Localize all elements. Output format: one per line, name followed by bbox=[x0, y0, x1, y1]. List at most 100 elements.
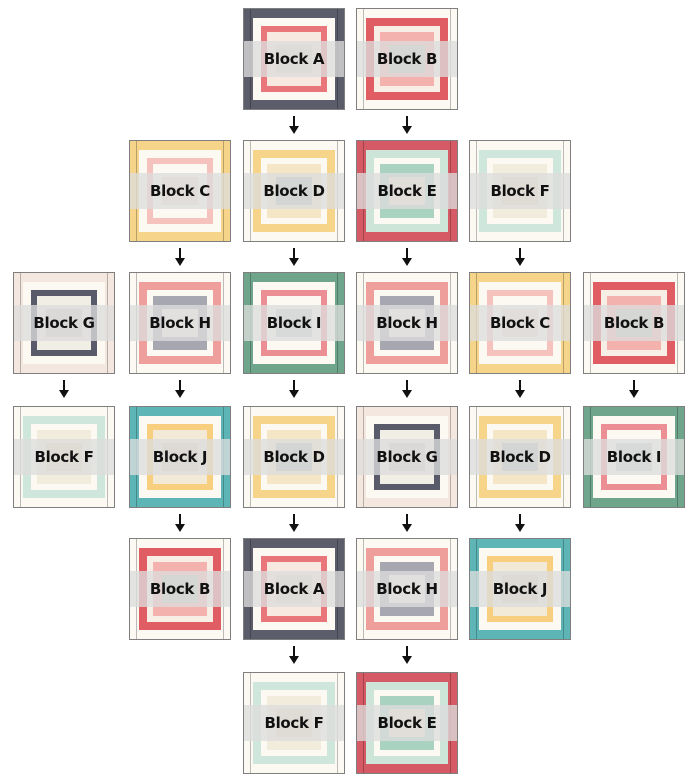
block-label-band: Block B bbox=[130, 571, 230, 607]
arrow-head bbox=[515, 258, 525, 266]
arrow-head bbox=[289, 126, 299, 134]
down-arrow-icon bbox=[629, 380, 639, 398]
quilt-block-i: Block I bbox=[243, 272, 345, 374]
block-label-band: Block E bbox=[357, 173, 457, 209]
quilt-block-e: Block E bbox=[356, 672, 458, 774]
block-label: Block I bbox=[584, 448, 684, 466]
block-label: Block D bbox=[470, 448, 570, 466]
arrow-head bbox=[289, 258, 299, 266]
block-label: Block D bbox=[244, 448, 344, 466]
down-arrow-icon bbox=[59, 380, 69, 398]
down-arrow-icon bbox=[515, 380, 525, 398]
arrow-head bbox=[402, 126, 412, 134]
arrow-head bbox=[402, 258, 412, 266]
block-label: Block G bbox=[357, 448, 457, 466]
block-label-band: Block C bbox=[470, 305, 570, 341]
quilt-block-f: Block F bbox=[243, 672, 345, 774]
block-label: Block D bbox=[244, 182, 344, 200]
quilt-block-j: Block J bbox=[469, 538, 571, 640]
block-label: Block F bbox=[470, 182, 570, 200]
block-label: Block H bbox=[130, 314, 230, 332]
block-label: Block C bbox=[470, 314, 570, 332]
down-arrow-icon bbox=[289, 380, 299, 398]
down-arrow-icon bbox=[175, 380, 185, 398]
block-label-band: Block J bbox=[470, 571, 570, 607]
block-label: Block H bbox=[357, 580, 457, 598]
quilt-block-h: Block H bbox=[129, 272, 231, 374]
block-label-band: Block F bbox=[470, 173, 570, 209]
block-label: Block A bbox=[244, 580, 344, 598]
down-arrow-icon bbox=[175, 514, 185, 532]
block-label: Block B bbox=[357, 50, 457, 68]
block-label: Block F bbox=[244, 714, 344, 732]
block-label-band: Block G bbox=[14, 305, 114, 341]
down-arrow-icon bbox=[289, 646, 299, 664]
block-label-band: Block B bbox=[584, 305, 684, 341]
quilt-block-c: Block C bbox=[129, 140, 231, 242]
quilt-block-g: Block G bbox=[356, 406, 458, 508]
down-arrow-icon bbox=[289, 248, 299, 266]
block-label: Block B bbox=[130, 580, 230, 598]
block-label-band: Block G bbox=[357, 439, 457, 475]
down-arrow-icon bbox=[402, 380, 412, 398]
block-label-band: Block A bbox=[244, 571, 344, 607]
down-arrow-icon bbox=[402, 248, 412, 266]
block-label: Block E bbox=[357, 714, 457, 732]
block-label-band: Block H bbox=[357, 305, 457, 341]
block-label: Block A bbox=[244, 50, 344, 68]
quilt-block-j: Block J bbox=[129, 406, 231, 508]
quilt-block-h: Block H bbox=[356, 272, 458, 374]
block-label: Block E bbox=[357, 182, 457, 200]
arrow-head bbox=[402, 524, 412, 532]
arrow-head bbox=[175, 524, 185, 532]
arrow-head bbox=[59, 390, 69, 398]
block-label-band: Block B bbox=[357, 41, 457, 77]
quilt-block-f: Block F bbox=[13, 406, 115, 508]
arrow-head bbox=[175, 258, 185, 266]
arrow-head bbox=[175, 390, 185, 398]
quilt-block-h: Block H bbox=[356, 538, 458, 640]
quilt-block-b: Block B bbox=[129, 538, 231, 640]
quilt-block-c: Block C bbox=[469, 272, 571, 374]
quilt-block-e: Block E bbox=[356, 140, 458, 242]
quilt-block-d: Block D bbox=[243, 140, 345, 242]
arrow-head bbox=[515, 390, 525, 398]
block-label: Block J bbox=[470, 580, 570, 598]
block-label-band: Block F bbox=[244, 705, 344, 741]
quilt-block-i: Block I bbox=[583, 406, 685, 508]
arrow-head bbox=[629, 390, 639, 398]
arrow-head bbox=[289, 390, 299, 398]
arrow-head bbox=[515, 524, 525, 532]
down-arrow-icon bbox=[289, 514, 299, 532]
block-label: Block F bbox=[14, 448, 114, 466]
block-label-band: Block H bbox=[357, 571, 457, 607]
block-label-band: Block D bbox=[244, 439, 344, 475]
down-arrow-icon bbox=[289, 116, 299, 134]
block-label: Block H bbox=[357, 314, 457, 332]
quilt-block-f: Block F bbox=[469, 140, 571, 242]
quilt-block-a: Block A bbox=[243, 538, 345, 640]
quilt-block-a: Block A bbox=[243, 8, 345, 110]
arrow-head bbox=[289, 524, 299, 532]
block-label-band: Block E bbox=[357, 705, 457, 741]
block-label-band: Block F bbox=[14, 439, 114, 475]
block-label: Block G bbox=[14, 314, 114, 332]
block-label-band: Block I bbox=[244, 305, 344, 341]
arrow-head bbox=[289, 656, 299, 664]
down-arrow-icon bbox=[402, 116, 412, 134]
quilt-block-b: Block B bbox=[583, 272, 685, 374]
block-label: Block I bbox=[244, 314, 344, 332]
block-label-band: Block J bbox=[130, 439, 230, 475]
block-label-band: Block D bbox=[470, 439, 570, 475]
down-arrow-icon bbox=[175, 248, 185, 266]
quilt-block-d: Block D bbox=[243, 406, 345, 508]
block-label-band: Block D bbox=[244, 173, 344, 209]
block-label-band: Block I bbox=[584, 439, 684, 475]
block-label-band: Block C bbox=[130, 173, 230, 209]
block-label: Block C bbox=[130, 182, 230, 200]
down-arrow-icon bbox=[515, 248, 525, 266]
quilt-block-b: Block B bbox=[356, 8, 458, 110]
down-arrow-icon bbox=[515, 514, 525, 532]
quilt-block-d: Block D bbox=[469, 406, 571, 508]
